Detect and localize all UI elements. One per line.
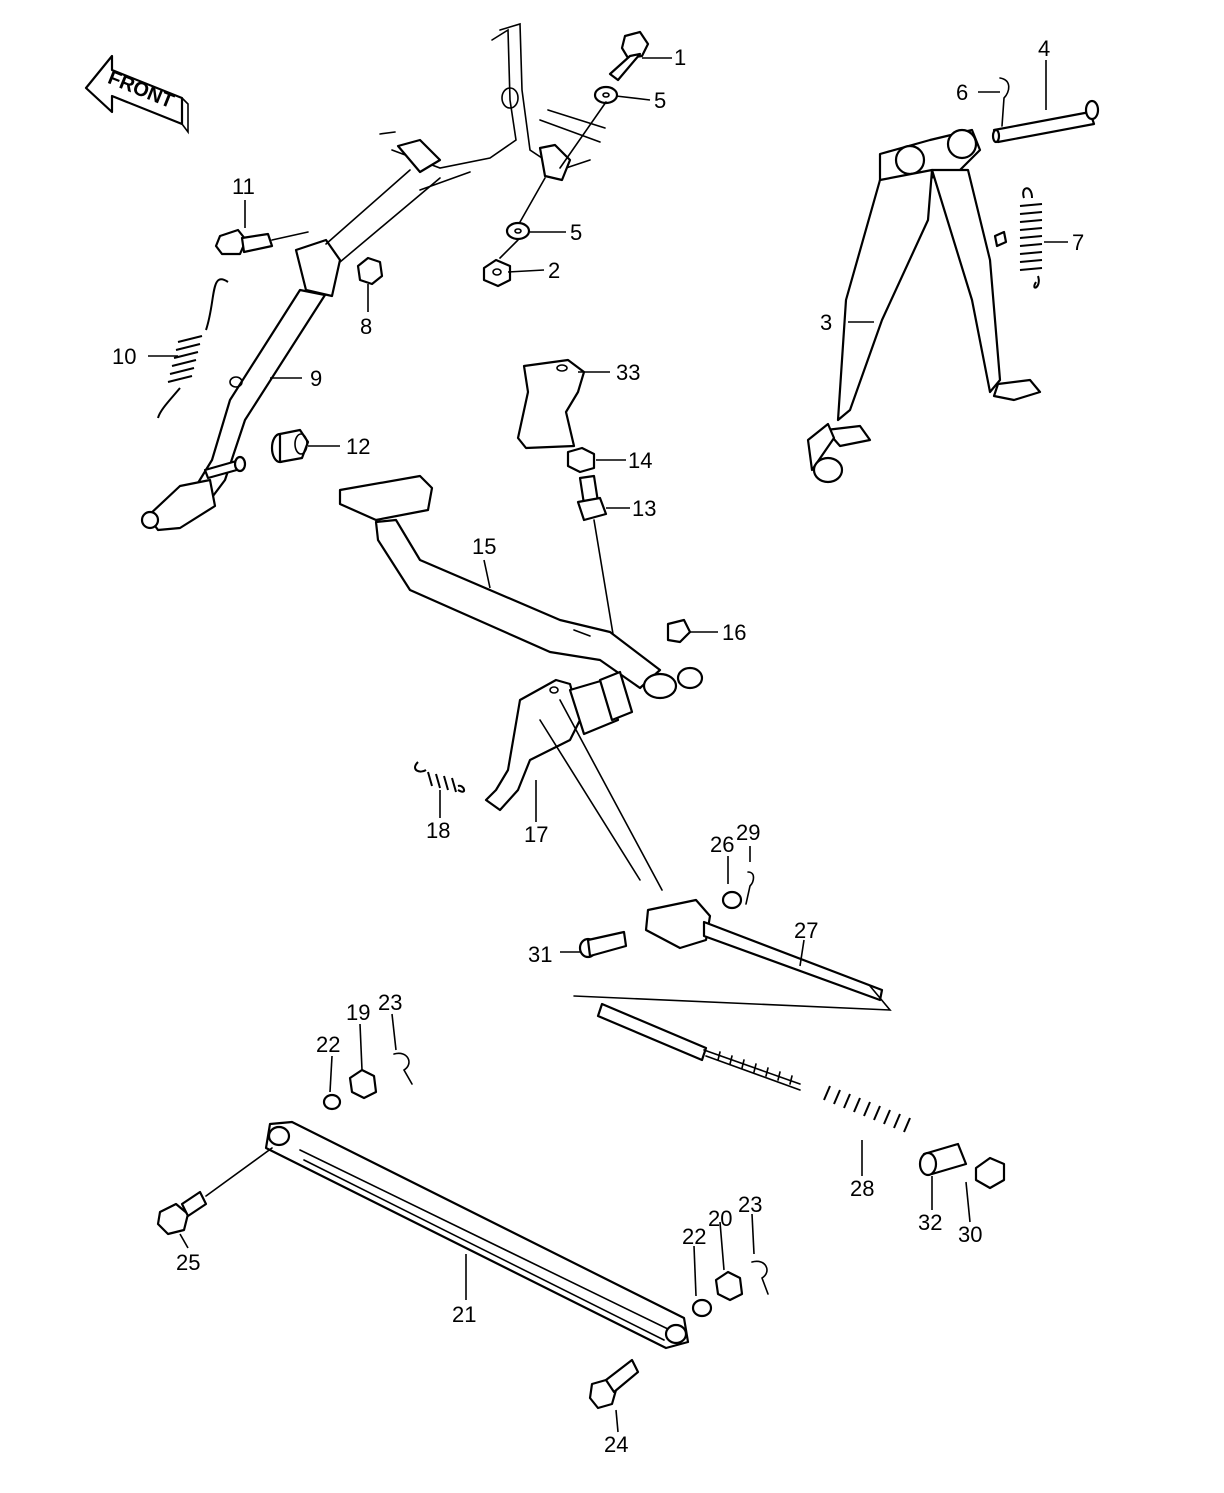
part-14-nut [566, 446, 596, 474]
callout-22: 22 [316, 1032, 340, 1057]
part-32-trunnion [918, 1142, 968, 1177]
part-24-bolt [588, 1358, 640, 1410]
part-8-nut [356, 256, 384, 286]
part-31-clevis-pin [578, 930, 628, 959]
part-18-spring [414, 761, 465, 793]
part-23-clip-upper [393, 1052, 413, 1085]
callout-33: 33 [616, 360, 640, 385]
part-7-spring [1019, 187, 1043, 289]
brake-rod-threaded-end [596, 1002, 801, 1091]
part-13-bolt [576, 474, 608, 522]
part-17-brake-shaft [484, 670, 663, 891]
part-10-spring [157, 278, 229, 419]
callout-11: 11 [232, 174, 255, 199]
callout-29: 29 [736, 820, 760, 845]
leader-lines [148, 57, 1068, 1433]
callout-5: 5 [654, 88, 666, 113]
part-29-cotter-pin [745, 871, 755, 905]
callout-labels: 1 5 5 2 4 6 7 3 11 8 10 9 12 33 14 13 15… [112, 36, 1084, 1457]
callout-7: 7 [1072, 230, 1084, 255]
callout-23: 23 [738, 1192, 762, 1217]
callout-27: 27 [794, 918, 818, 943]
callout-24: 24 [604, 1432, 628, 1457]
callout-25: 25 [176, 1250, 200, 1275]
callout-23: 23 [378, 990, 402, 1015]
callout-15: 15 [472, 534, 496, 559]
frame-section [379, 22, 606, 191]
part-9-side-stand [140, 169, 441, 532]
callout-19: 19 [346, 1000, 370, 1025]
part-2-nut [482, 258, 512, 288]
part-23-clip-lower [751, 1260, 769, 1295]
part-30-adjusting-nut [974, 1156, 1006, 1190]
part-20-nut [714, 1270, 744, 1302]
callout-30: 30 [958, 1222, 982, 1247]
part-4-pin [991, 99, 1100, 144]
part-15-brake-pedal [338, 474, 704, 700]
front-arrow-icon: FRONT [84, 54, 189, 135]
callout-13: 13 [632, 496, 656, 521]
part-5-washer-lower [505, 221, 531, 241]
callout-5: 5 [570, 220, 582, 245]
part-33-bracket [516, 358, 586, 450]
callout-3: 3 [820, 310, 832, 335]
part-1-bolt [608, 30, 650, 82]
callout-8: 8 [360, 314, 372, 339]
callout-4: 4 [1038, 36, 1050, 61]
callout-20: 20 [708, 1206, 732, 1231]
callout-32: 32 [918, 1210, 942, 1235]
callout-22: 22 [682, 1224, 706, 1249]
part-22-washer-upper [322, 1093, 342, 1111]
callout-31: 31 [528, 942, 552, 967]
part-16-bolt [666, 618, 692, 644]
callout-14: 14 [628, 448, 652, 473]
callout-18: 18 [426, 818, 450, 843]
part-22-washer-lower [691, 1298, 713, 1318]
callout-6: 6 [956, 80, 968, 105]
part-11-bolt [214, 228, 309, 256]
callout-10: 10 [112, 344, 136, 369]
part-3-center-stand [806, 128, 1042, 484]
part-28-spring [823, 1085, 911, 1133]
part-26-washer [721, 890, 743, 910]
part-6-cotter-pin [999, 77, 1010, 127]
callout-21: 21 [452, 1302, 476, 1327]
callout-28: 28 [850, 1176, 874, 1201]
part-27-brake-rod [573, 898, 892, 1011]
callout-17: 17 [524, 822, 548, 847]
callout-26: 26 [710, 832, 734, 857]
part-21-torque-link [264, 1120, 690, 1350]
part-12-bushing [270, 428, 310, 464]
callout-12: 12 [346, 434, 370, 459]
callout-1: 1 [674, 45, 686, 70]
part-25-bolt [156, 1147, 273, 1236]
callout-2: 2 [548, 258, 560, 283]
part-19-nut [348, 1068, 378, 1100]
callout-9: 9 [310, 366, 322, 391]
part-5-washer-upper [593, 85, 619, 105]
callout-16: 16 [722, 620, 746, 645]
